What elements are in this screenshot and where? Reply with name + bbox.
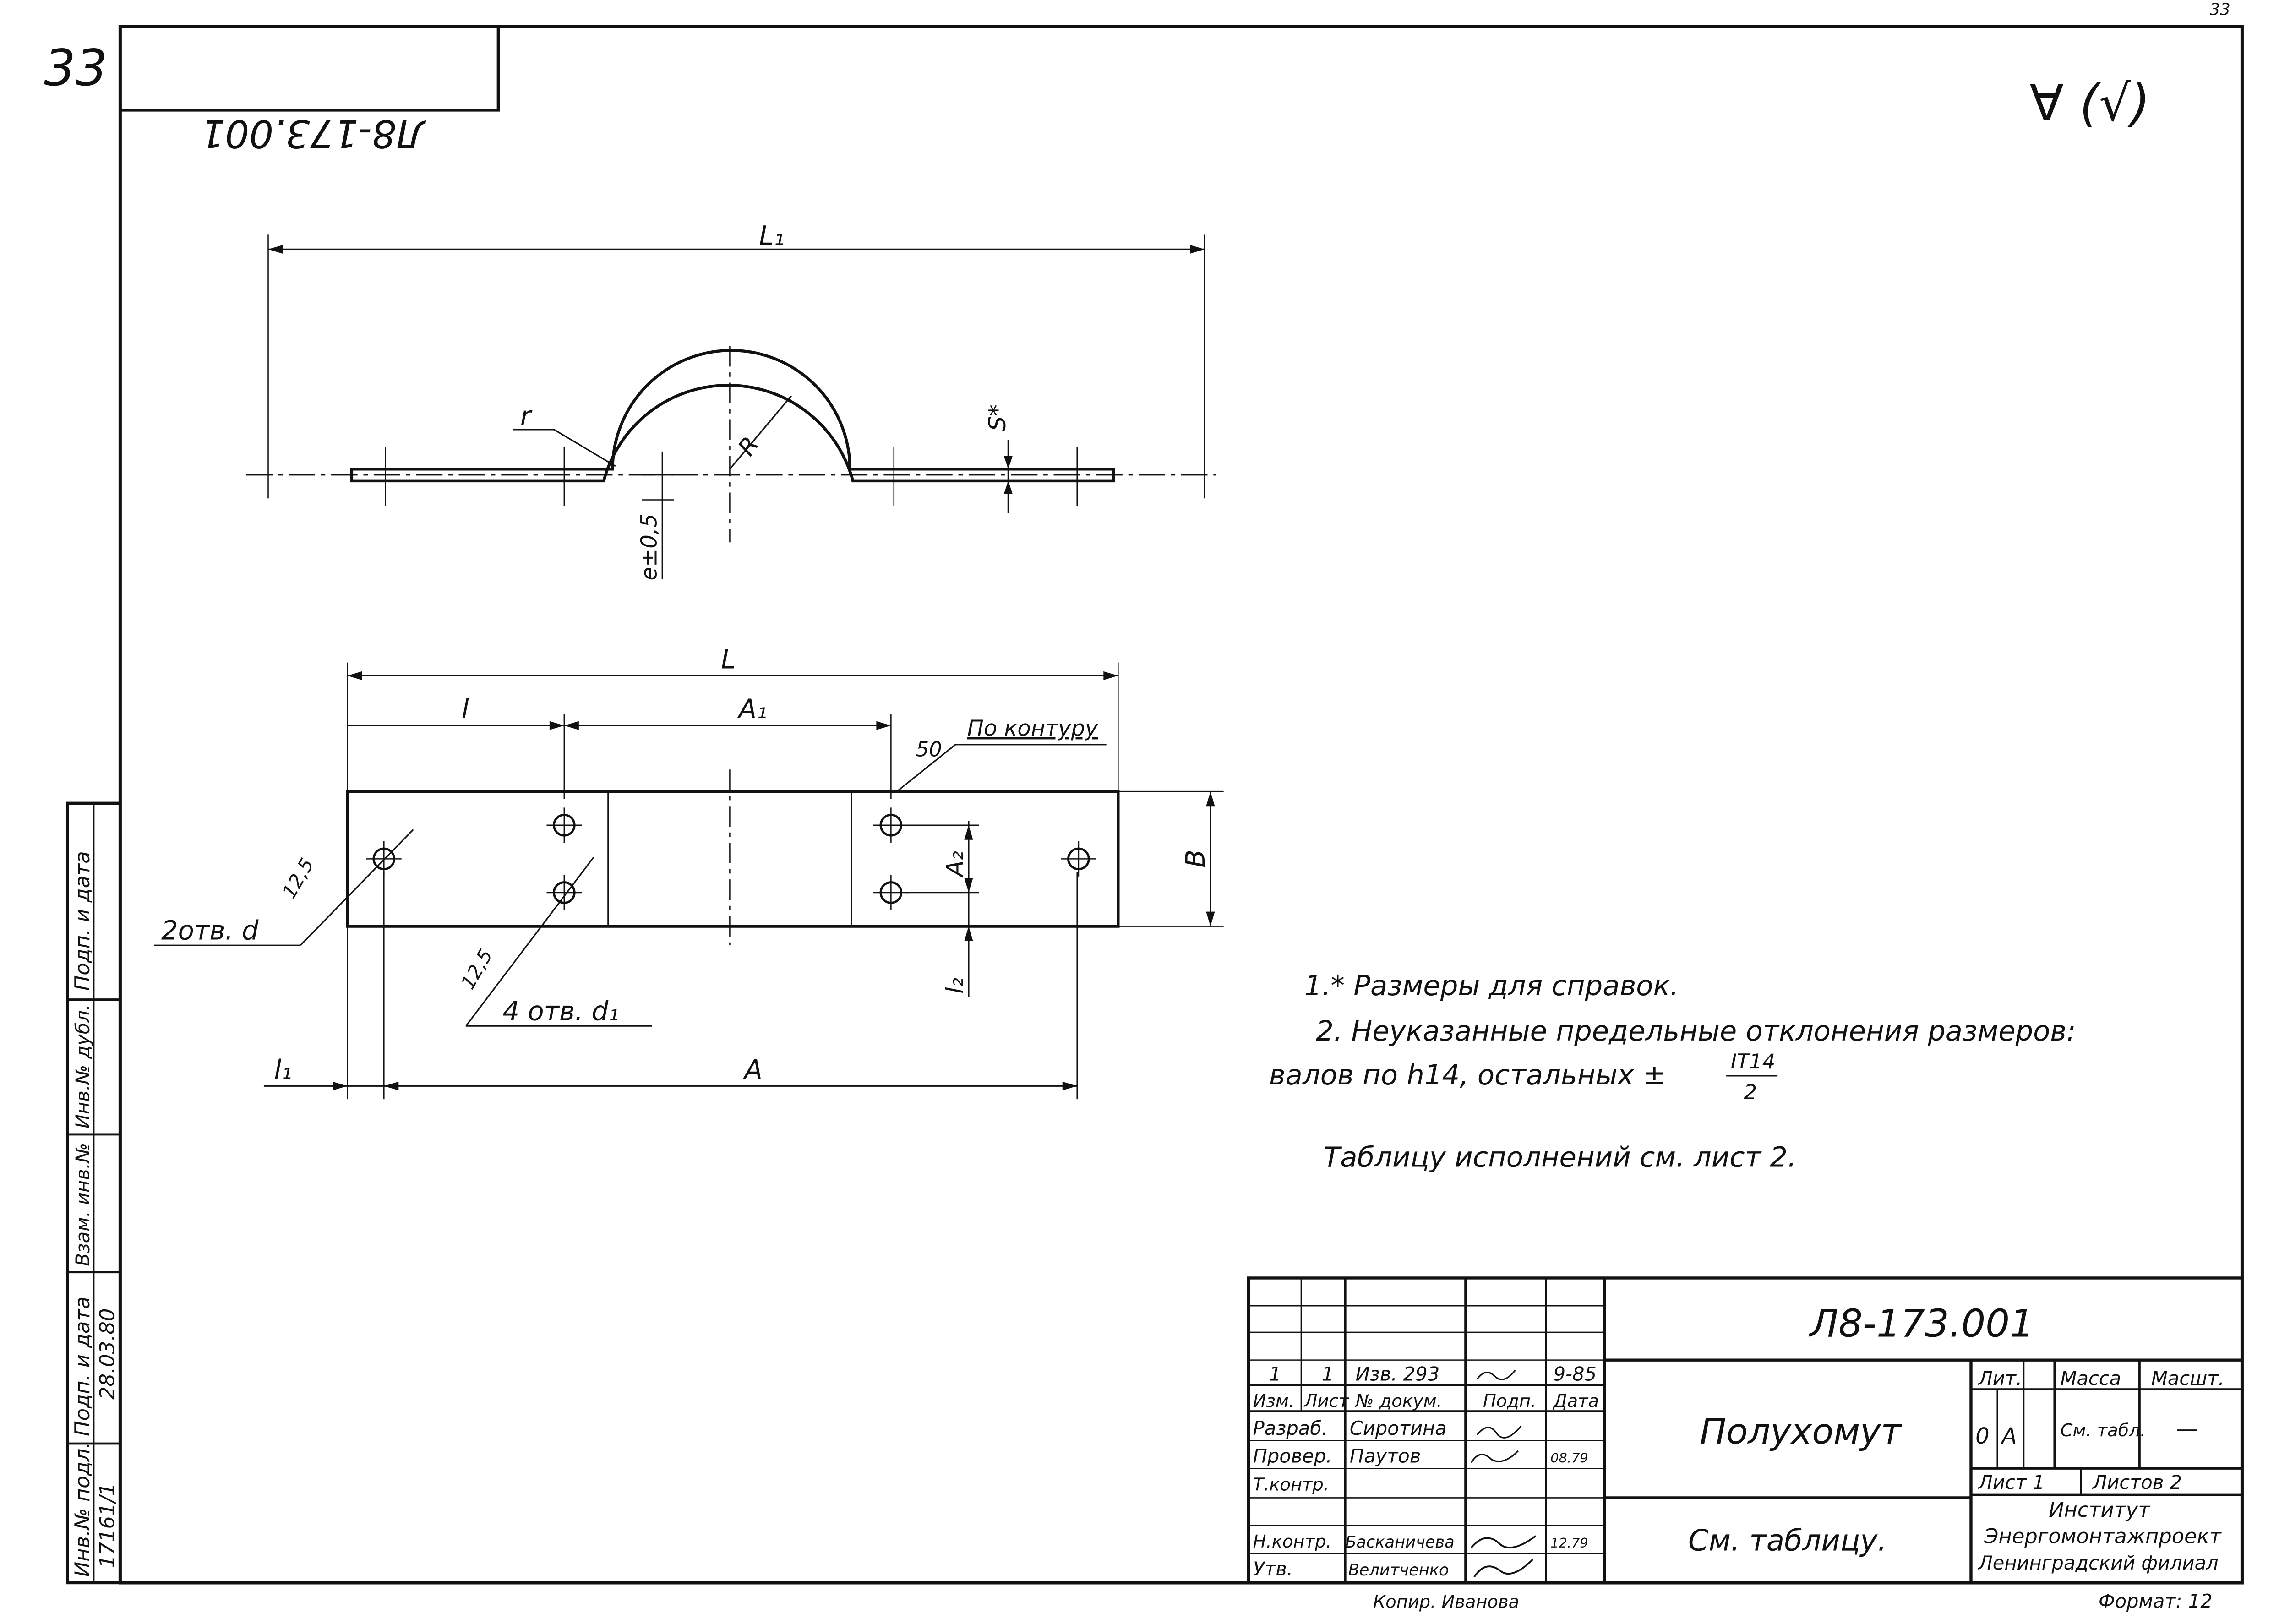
svg-text:Взам. инв.№: Взам. инв.№	[71, 1143, 94, 1266]
svg-text:Н.контр.: Н.контр.	[1253, 1531, 1332, 1552]
roughness-symbol: ∀ (√)	[2029, 74, 2150, 132]
dim-l1: l₁	[274, 1054, 292, 1085]
svg-text:Паутов: Паутов	[1350, 1445, 1421, 1467]
code-box	[120, 27, 500, 112]
svg-text:Подп. и дата: Подп. и дата	[70, 1297, 94, 1436]
svg-text:Утв.: Утв.	[1253, 1558, 1293, 1580]
svg-text:Инв.№ подл.: Инв.№ подл.	[70, 1442, 94, 1577]
note-frac-num: IT14	[1731, 1049, 1776, 1074]
label-e: e±0,5	[636, 513, 662, 580]
note-1: 1.* Размеры для справок.	[1304, 970, 1679, 1002]
svg-text:Лист: Лист	[1303, 1391, 1350, 1411]
svg-text:Разраб.: Разраб.	[1253, 1417, 1328, 1439]
dim-B: B	[1180, 850, 1211, 868]
contour-50: 50	[916, 737, 942, 761]
note-2b: валов по h14, остальных ±	[1269, 1059, 1666, 1091]
svg-text:Энергомонтажпроект: Энергомонтажпроект	[1984, 1524, 2222, 1548]
note-frac-den: 2	[1744, 1080, 1757, 1104]
dim-l: l	[462, 694, 469, 725]
dim-12-5-a: 12,5	[278, 854, 318, 902]
svg-text:См. табл.: См. табл.	[2061, 1420, 2146, 1441]
svg-text:17161/1: 17161/1	[95, 1483, 120, 1568]
svg-text:1: 1	[1322, 1362, 1334, 1385]
svg-text:Изв. 293: Изв. 293	[1356, 1362, 1440, 1385]
plan-view: L l A₁ 50 По контуру B	[153, 644, 1224, 1100]
label-r: r	[520, 401, 533, 431]
svg-text:Дата: Дата	[1553, 1391, 1599, 1411]
svg-text:—: —	[2176, 1416, 2198, 1442]
dim-A2: A₂	[941, 851, 969, 878]
svg-text:12.79: 12.79	[1550, 1535, 1588, 1551]
sheet-frame	[118, 25, 2244, 1585]
copy-note: Копир. Иванова	[1373, 1591, 1519, 1612]
svg-text:Изм.: Изм.	[1253, 1391, 1294, 1411]
svg-text:Велитченко: Велитченко	[1348, 1561, 1449, 1580]
holes-2-label: 2отв. d	[161, 915, 259, 946]
side-stamp: Подп. и дата Инв.№ дубл. Взам. инв.№ Под…	[65, 801, 122, 1585]
svg-text:9-85: 9-85	[1554, 1362, 1597, 1385]
note-3: Таблицу исполнений см. лист 2.	[1323, 1141, 1796, 1173]
svg-text:А: А	[2001, 1423, 2017, 1449]
svg-text:№ докум.: № докум.	[1355, 1391, 1442, 1411]
notes: 1.* Размеры для справок. 2. Неуказанные …	[1269, 970, 2076, 1173]
svg-text:Подп. и дата: Подп. и дата	[70, 851, 94, 991]
dim-L1: L₁	[759, 221, 784, 251]
svg-text:Лист 1: Лист 1	[1977, 1471, 2045, 1493]
svg-text:0: 0	[1975, 1423, 1990, 1449]
holes	[366, 807, 1096, 910]
material: См. таблицу.	[1688, 1524, 1887, 1558]
svg-text:Л8-173.001: Л8-173.001	[201, 111, 426, 156]
svg-text:Масса: Масса	[2061, 1367, 2121, 1390]
svg-text:Институт: Институт	[2049, 1498, 2151, 1522]
svg-text:Сиротина: Сиротина	[1350, 1417, 1447, 1439]
svg-text:08.79: 08.79	[1550, 1450, 1588, 1466]
svg-text:Басканичева: Басканичева	[1345, 1533, 1454, 1552]
contour-label: По контуру	[967, 716, 1098, 741]
svg-text:28.03.80: 28.03.80	[95, 1308, 120, 1400]
svg-text:1: 1	[1269, 1362, 1281, 1385]
mirrored-code: Л8-173.001	[201, 111, 426, 156]
title-block: 1 1 Изв. 293 9-85 Изм. Лист № докум. Под…	[1247, 1276, 2244, 1612]
label-S: S*	[984, 404, 1011, 431]
part-name: Полухомут	[1700, 1411, 1903, 1452]
format-note: Формат: 12	[2099, 1590, 2213, 1612]
dim-A: A	[742, 1054, 762, 1085]
svg-text:Масшт.: Масшт.	[2151, 1367, 2225, 1390]
dim-l2: l₂	[941, 978, 969, 994]
holes-4-label: 4 отв. d₁	[502, 996, 619, 1026]
page-number-left: 33	[44, 39, 107, 97]
svg-text:Подп.: Подп.	[1483, 1391, 1536, 1411]
svg-text:Т.контр.: Т.контр.	[1253, 1474, 1329, 1495]
svg-text:Листов 2: Листов 2	[2092, 1471, 2182, 1493]
dim-A1: A₁	[737, 694, 767, 725]
svg-text:Провер.: Провер.	[1253, 1445, 1332, 1467]
svg-text:Инв.№ дубл.: Инв.№ дубл.	[71, 1004, 94, 1128]
label-R: R	[733, 432, 765, 461]
svg-text:Лит.: Лит.	[1977, 1367, 2022, 1390]
dim-L: L	[721, 644, 736, 675]
top-view: L₁ r R S* e±0,5	[246, 221, 1216, 580]
svg-text:Ленинградский филиал: Ленинградский филиал	[1977, 1552, 2218, 1574]
dim-12-5-b: 12,5	[457, 945, 497, 993]
page-number-corner: 33	[2210, 0, 2230, 19]
drawing-code: Л8-173.001	[1809, 1301, 2034, 1346]
note-2: 2. Неуказанные предельные отклонения раз…	[1316, 1015, 2076, 1047]
